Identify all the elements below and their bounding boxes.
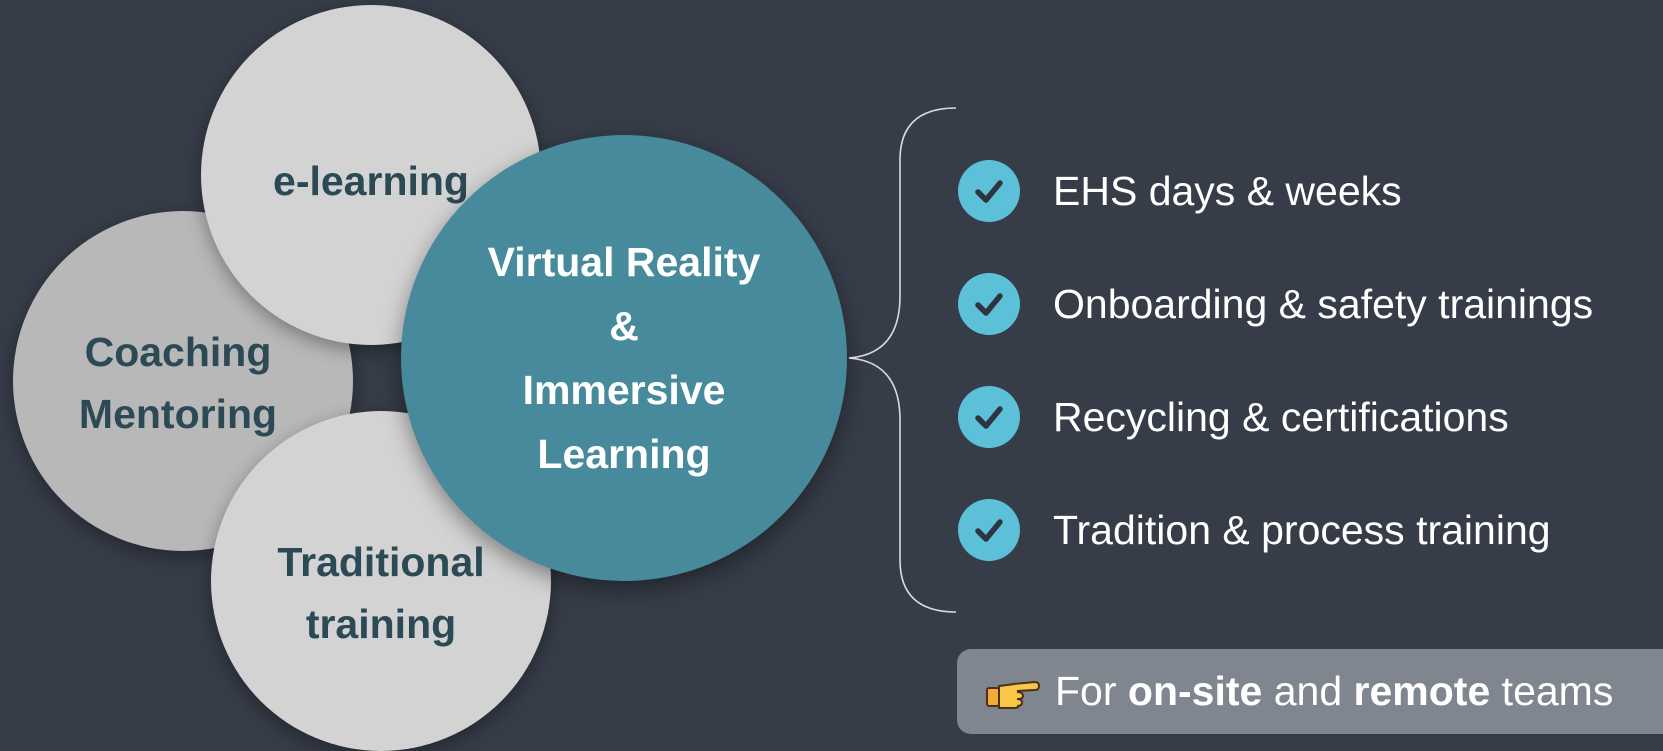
vr-label-line-1: Virtual Reality (487, 239, 761, 285)
checklist-item-label: Onboarding & safety trainings (1053, 280, 1594, 327)
checklist-item-label: Recycling & certifications (1053, 393, 1509, 440)
vr-immersive-learning-label: Virtual Reality & Immersive Learning (454, 230, 794, 486)
banner-suffix: teams (1501, 668, 1614, 714)
coaching-mentoring-label: Coaching Mentoring (33, 321, 323, 445)
banner-onsite: on-site (1127, 668, 1263, 714)
checklist-item: Onboarding & safety trainings (958, 273, 1593, 335)
traditional-label-line: Traditional (277, 539, 485, 585)
checklist-item-label: Tradition & process training (1053, 506, 1551, 553)
check-icon (958, 273, 1020, 335)
curly-brace (848, 107, 957, 613)
checklist-item: Tradition & process training (958, 499, 1593, 561)
banner-text: For on-site and remote teams (1055, 668, 1613, 715)
checklist-item-label: EHS days & weeks (1053, 167, 1402, 214)
banner-prefix: For (1055, 668, 1117, 714)
vr-label-line-3: Immersive (522, 367, 726, 413)
vr-immersive-learning-circle: Virtual Reality & Immersive Learning (401, 135, 847, 581)
mentoring-label-line: Mentoring (78, 391, 278, 437)
vr-label-line-2: & (609, 303, 639, 349)
training-label-line: training (305, 601, 457, 647)
benefits-checklist: EHS days & weeks Onboarding & safety tra… (958, 160, 1593, 612)
check-icon (958, 386, 1020, 448)
checklist-item: Recycling & certifications (958, 386, 1593, 448)
banner-middle: and (1273, 668, 1343, 714)
coaching-label-line: Coaching (84, 329, 272, 375)
pointing-hand-icon (986, 680, 1040, 709)
check-icon (958, 499, 1020, 561)
checklist-item: EHS days & weeks (958, 160, 1593, 222)
audience-banner: For on-site and remote teams (957, 649, 1663, 734)
elearning-label: e-learning (273, 158, 469, 204)
banner-remote: remote (1353, 668, 1491, 714)
traditional-training-label: Traditional training (231, 531, 531, 655)
vr-label-line-4: Learning (537, 431, 711, 477)
check-icon (958, 160, 1020, 222)
